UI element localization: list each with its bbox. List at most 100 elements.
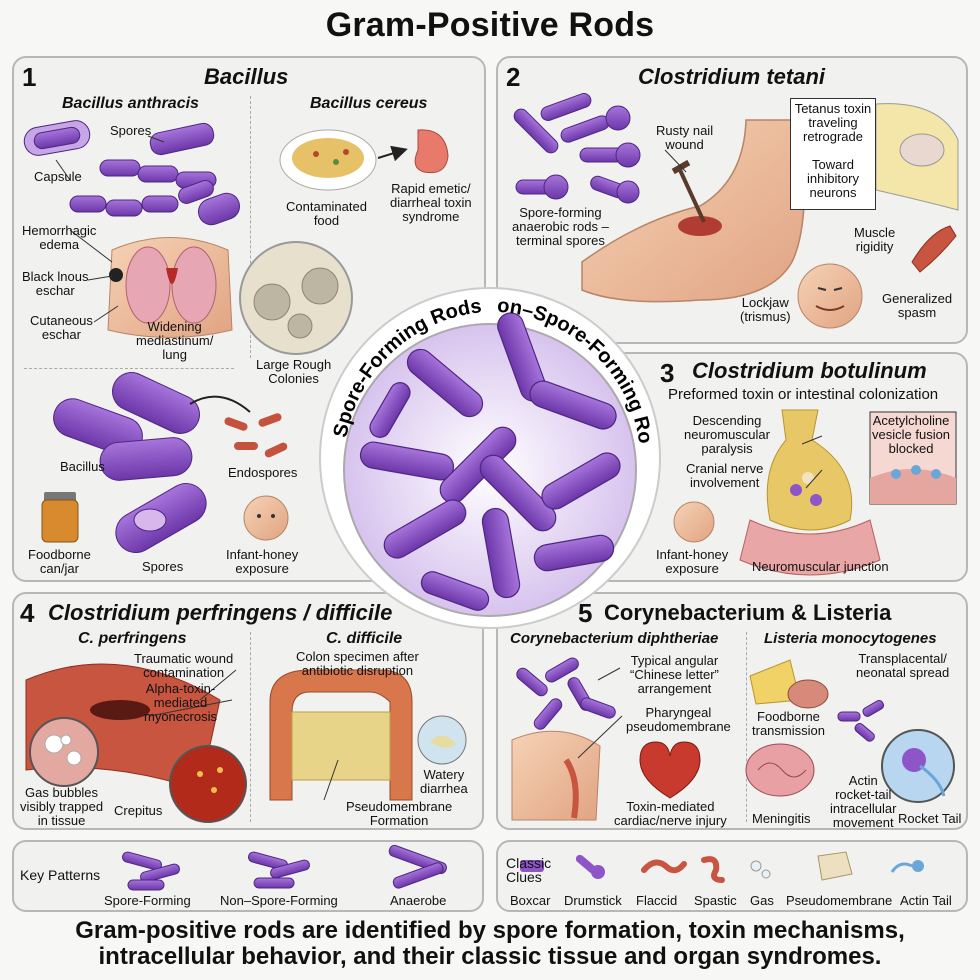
toxin-mediated-label: Toxin-mediated cardiac/nerve injury <box>614 799 727 828</box>
spore-forming-arc-label: Spore-Forming Rods <box>330 295 483 439</box>
lungs-icon <box>107 237 233 338</box>
acetylcholine-label: Acetylcholine vesicle fusion blocked <box>872 413 951 456</box>
clue-gas: Gas <box>750 893 774 908</box>
panel2-title: Clostridium tetani <box>638 64 826 89</box>
stomach-icon <box>414 129 449 174</box>
gas-icon <box>750 860 771 879</box>
perfringens-subtitle: C. perfringens <box>78 630 187 647</box>
widening-label: Widening mediastinum/ lung <box>136 319 214 362</box>
cheese-icon <box>749 659 829 709</box>
face-icon <box>797 263 863 329</box>
food-plate-icon <box>279 129 377 191</box>
muscle-icon <box>911 225 957 273</box>
clue-drumstick: Drumstick <box>564 893 622 908</box>
panel-classic-clues <box>496 840 968 912</box>
lockjaw-label: Lockjaw (trismus) <box>740 295 791 324</box>
anaerobe-key-icon <box>388 844 447 889</box>
footer-summary: Gram-positive rods are identified by spo… <box>75 917 905 970</box>
key-patterns-title: Key Patterns <box>20 867 101 883</box>
clue-actin-tail: Actin Tail <box>900 893 952 908</box>
classic-clues-title: Classic Clues <box>506 855 552 885</box>
transplacental-label: Transplacental/ neonatal spread <box>856 651 950 680</box>
gas-bubbles-icon <box>29 717 99 787</box>
spore-forming-label: Spore-forming anaerobic rods – terminal … <box>512 205 609 248</box>
meningitis-label: Meningitis <box>752 811 811 826</box>
panel5-number: 5 <box>578 598 593 628</box>
panel3-subtitle: Preformed toxin or intestinal colonizati… <box>668 386 939 403</box>
foot-icon <box>581 119 806 303</box>
crepitus-label: Crepitus <box>114 803 163 818</box>
acetylcholine-box-icon <box>869 411 957 505</box>
colonies-label: Large Rough Colonies <box>256 357 332 386</box>
flaccid-icon <box>641 859 687 874</box>
colon-specimen-label: Colon specimen after antibiotic disrupti… <box>296 649 419 678</box>
spore-forming-key-icon <box>122 851 180 891</box>
chinese-letter-rods-icon <box>516 657 616 730</box>
foodborne-label: Foodborne can/jar <box>28 547 91 576</box>
traumatic-label: Traumatic wound contamination <box>134 651 234 680</box>
neuromuscular-junction-icon <box>739 409 881 576</box>
alpha-toxin-label: Alpha-toxin- mediated myonecrosis <box>144 681 217 724</box>
rocket-tail-label: Rocket Tail <box>898 811 962 826</box>
typical-angular-label: Typical angular “Chinese letter” arrange… <box>630 653 719 696</box>
gas-bubbles-label: Gas bubbles visibly trapped in tissue <box>20 785 104 828</box>
anthracis-rods-icon <box>23 120 241 226</box>
brain-icon <box>745 743 815 797</box>
spores-label: Spores <box>110 123 152 138</box>
panel3-number: 3 <box>660 358 675 388</box>
diarrhea-icon <box>417 715 467 765</box>
rocket-tail-cell-icon <box>881 729 955 803</box>
pseudomembrane-label: Pseudomembrane Formation <box>346 799 453 828</box>
key-item-non-spore-forming: Non–Spore-Forming <box>220 893 338 908</box>
foodborne-transmission-label: Foodborne transmission <box>752 709 825 738</box>
boxcar-icon <box>520 860 544 872</box>
honey-jar-icon <box>41 492 79 543</box>
clue-pseudomembrane: Pseudomembrane <box>786 893 893 908</box>
page-title: Gram-Positive Rods <box>325 6 655 44</box>
corynebacterium-subtitle: Corynebacterium diphtheriae <box>510 630 719 647</box>
panel3-title: Clostridium botulinum <box>692 358 927 383</box>
endospores-label: Endospores <box>228 465 298 480</box>
throat-icon <box>511 730 601 821</box>
listeria-subtitle: Listeria monocytogenes <box>764 630 937 647</box>
infant-honey-botulinum-label: Infant-honey exposure <box>656 547 729 576</box>
infant-honey-label: Infant-honey exposure <box>226 547 299 576</box>
panel1-title: Bacillus <box>204 64 289 89</box>
tetani-rods-icon <box>513 93 641 204</box>
cranial-label: Cranial nerve involvement <box>686 461 764 490</box>
anthracis-title: Bacillus anthracis <box>62 95 199 112</box>
nmj-label: Neuromuscular junction <box>752 559 889 574</box>
clue-flaccid: Flaccid <box>636 893 678 908</box>
bacillus-rods-icon <box>53 372 207 553</box>
baby-icon <box>243 495 289 541</box>
panel1-number: 1 <box>22 62 37 92</box>
difficile-subtitle: C. difficile <box>326 630 403 647</box>
generalized-label: Generalized spasm <box>882 291 953 320</box>
rapid-label: Rapid emetic/ diarrheal toxin syndrome <box>390 181 472 224</box>
muscle-rigidity-label: Muscle rigidity <box>854 225 896 254</box>
center-micrograph <box>319 287 661 629</box>
panel2-number: 2 <box>506 62 521 92</box>
cutaneous-label: Cutaneous eschar <box>30 313 93 342</box>
key-item-anaerobe: Anaerobe <box>390 893 447 908</box>
rusty-nail-label: Rusty nail wound <box>656 123 714 152</box>
key-item-spore-forming: Spore-Forming <box>104 893 191 908</box>
pharyngeal-label: Pharyngeal pseudomembrane <box>626 705 731 734</box>
panel4-title: Clostridium perfringens / difficile <box>48 600 393 625</box>
drumstick-icon <box>575 854 605 879</box>
spastic-icon <box>701 856 725 883</box>
clue-spastic: Spastic <box>694 893 737 908</box>
pseudomembrane-icon <box>817 851 853 881</box>
spores-lower-label: Spores <box>142 559 184 574</box>
actin-label: Actin rocket-tail intracellular movement <box>830 773 897 830</box>
cereus-title: Bacillus cereus <box>310 95 428 112</box>
watery-label: Watery diarrhea <box>420 767 468 796</box>
actin-tail-icon <box>890 860 924 873</box>
panel5-title: Corynebacterium & Listeria <box>604 600 892 625</box>
endospores-icon <box>224 413 288 458</box>
spinal-cord-icon <box>875 103 959 211</box>
hemorrhagic-label: Hemorrhagic edema <box>22 223 97 252</box>
black-eschar-label: Black lnous eschar <box>22 269 89 298</box>
